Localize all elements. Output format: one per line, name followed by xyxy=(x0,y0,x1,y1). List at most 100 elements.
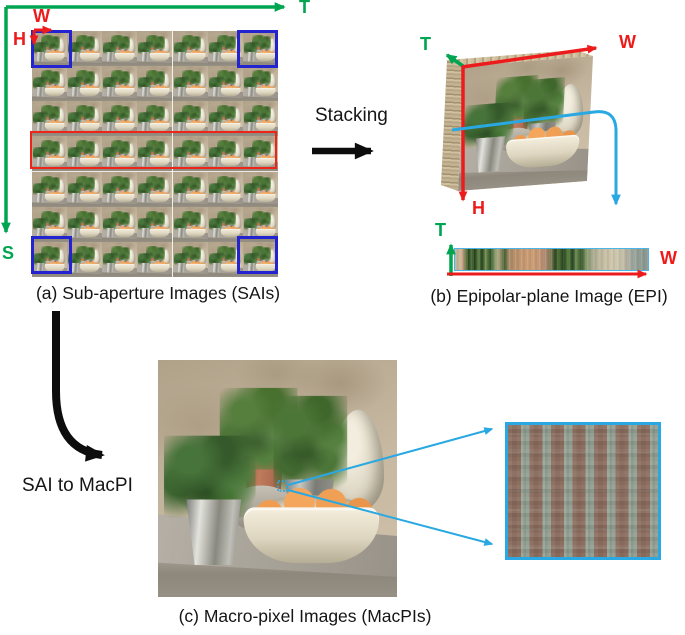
sai-cell xyxy=(137,101,173,137)
sai-cell xyxy=(67,101,103,137)
scene-vase xyxy=(57,108,66,124)
scene-terracotta-pot xyxy=(79,45,86,53)
scene-left-plant xyxy=(68,147,82,160)
scene-bowl-front xyxy=(44,158,65,167)
scene-table-front xyxy=(242,271,279,278)
scene-vase xyxy=(163,178,171,195)
scene-vase xyxy=(92,38,101,54)
scene-right-plant xyxy=(84,106,95,122)
scene-left-plant xyxy=(32,112,47,125)
scene-terracotta-pot xyxy=(114,115,121,124)
scene-table-front xyxy=(102,131,138,137)
scene-right-plant xyxy=(84,141,95,157)
scene-back-plant xyxy=(146,105,158,118)
scene-left-metal-pot xyxy=(106,157,115,167)
scene-back-plant xyxy=(181,175,194,188)
scene-table-front xyxy=(207,96,243,102)
still-life-scene xyxy=(137,31,173,67)
scene-table-front xyxy=(137,166,173,172)
still-life-scene xyxy=(172,101,208,137)
scene-back-plant xyxy=(216,35,229,48)
epi-t-axis-label: T xyxy=(435,220,446,240)
scene-terracotta-pot xyxy=(220,150,227,159)
scene-left-metal-pot xyxy=(247,121,256,132)
scene-terracotta-pot xyxy=(44,80,51,89)
scene-left-metal-pot xyxy=(211,192,220,203)
scene-left-plant xyxy=(243,77,258,90)
scene-vase xyxy=(198,143,206,159)
scene-table-front xyxy=(102,236,138,242)
slab-t-axis-label: T xyxy=(420,34,431,54)
scene-vase xyxy=(127,249,136,265)
scene-bowl-front xyxy=(255,88,276,97)
scene-left-plant xyxy=(243,42,258,55)
scene-terracotta-pot xyxy=(44,115,51,124)
scene-left-metal-pot xyxy=(106,192,115,203)
scene-bowl-front xyxy=(114,52,135,62)
scene-terracotta-pot xyxy=(114,80,121,89)
scene-table-front xyxy=(172,131,208,137)
scene-vase xyxy=(268,38,277,54)
still-life-scene xyxy=(137,241,173,278)
scene-left-plant xyxy=(103,182,117,195)
scene-left-plant xyxy=(32,253,47,266)
scene-bowl-front xyxy=(220,263,241,272)
scene-bowl-front xyxy=(220,123,241,132)
scene-terracotta-pot xyxy=(44,220,51,229)
scene-back-plant xyxy=(251,245,264,259)
scene-table-front xyxy=(172,61,208,67)
scene-left-plant xyxy=(138,182,152,195)
scene-right-plant xyxy=(189,106,201,122)
sai-cell xyxy=(207,66,243,102)
scene-terracotta-pot xyxy=(255,45,262,53)
scene-vase xyxy=(92,178,101,195)
scene-bowl-front xyxy=(150,228,170,237)
scene-back-plant xyxy=(251,70,264,83)
scene-bowl-front xyxy=(44,193,65,202)
scene-back-plant xyxy=(111,175,123,188)
scene-back-plant xyxy=(146,245,158,259)
sai-cell xyxy=(102,206,138,242)
scene-right-plant xyxy=(84,71,95,86)
scene-left-plant xyxy=(243,112,258,125)
scene-right-plant xyxy=(259,36,271,51)
still-life-scene xyxy=(458,55,593,191)
scene-right-plant xyxy=(224,106,236,122)
scene-table-front xyxy=(102,61,138,67)
scene-terracotta-pot xyxy=(79,150,86,159)
still-life-scene xyxy=(102,66,138,102)
sai-cell xyxy=(137,136,173,172)
scene-right-plant xyxy=(259,176,271,192)
scene-table-front xyxy=(137,61,173,67)
scene-back-plant xyxy=(251,140,264,153)
scene-left-metal-pot xyxy=(36,192,45,203)
scene-back-plant xyxy=(216,70,229,83)
scene-table-front xyxy=(32,131,68,137)
scene-right-plant xyxy=(119,141,131,157)
scene-bowl-front xyxy=(255,123,276,132)
scene-back-plant xyxy=(251,210,264,223)
scene-bowl-front xyxy=(114,123,135,132)
scene-back-plant xyxy=(146,70,158,83)
scene-vase xyxy=(163,249,171,265)
scene-terracotta-pot xyxy=(255,185,262,194)
scene-left-metal-pot xyxy=(141,157,150,167)
scene-table-front xyxy=(67,271,103,278)
still-life-scene xyxy=(207,171,243,207)
scene-table-front xyxy=(32,271,68,278)
scene-terracotta-pot xyxy=(185,115,192,124)
stack-front-face xyxy=(458,55,593,191)
scene-vase xyxy=(163,214,171,230)
scene-table-front xyxy=(172,96,208,102)
scene-right-plant xyxy=(154,106,166,122)
scene-left-metal-pot xyxy=(36,157,45,167)
scene-bowl-front xyxy=(79,193,100,202)
scene-left-metal-pot xyxy=(141,86,150,97)
scene-right-plant xyxy=(84,247,95,262)
scene-right-plant xyxy=(224,36,236,51)
sai-cell xyxy=(137,66,173,102)
scene-left-plant xyxy=(138,42,152,55)
scene-terracotta-pot xyxy=(79,220,86,229)
scene-left-plant xyxy=(173,147,187,160)
scene-right-plant xyxy=(273,395,348,494)
